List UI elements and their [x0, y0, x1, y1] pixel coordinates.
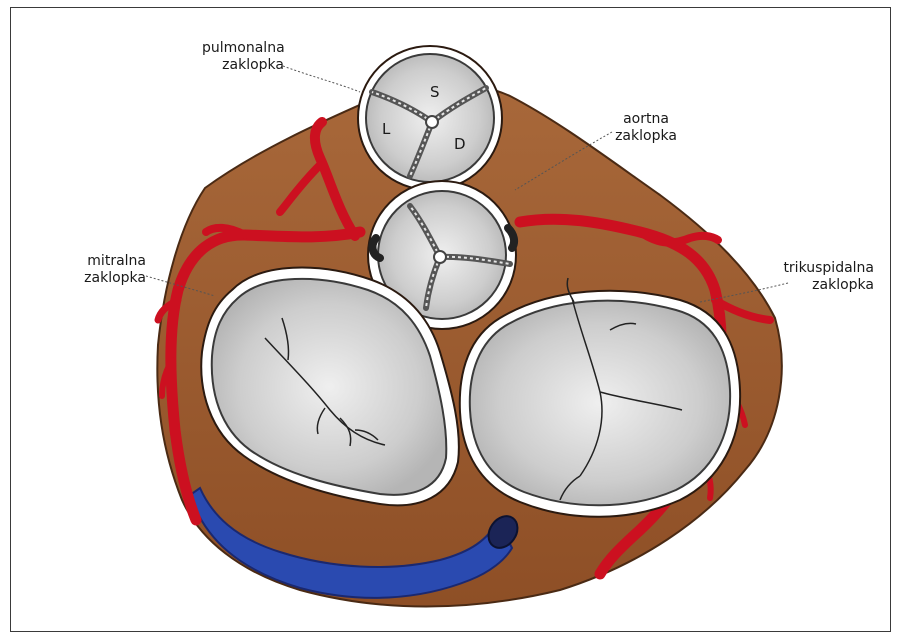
- mitral-valve-label: mitralna zaklopka: [58, 253, 146, 287]
- pulmonary-label-line1: pulmonalna: [202, 40, 284, 57]
- leaflet-label-s: S: [430, 83, 440, 101]
- pulmonary-valve-label: pulmonalna zaklopka: [202, 40, 284, 74]
- mitral-label-line1: mitralna: [58, 253, 146, 270]
- tricuspid-label-line1: trikuspidalna: [770, 260, 874, 277]
- pulmonary-label-line2: zaklopka: [202, 57, 284, 74]
- leaflet-label-l: L: [382, 120, 390, 138]
- leaflet-label-d: D: [454, 135, 466, 153]
- aortic-valve-label: aortna zaklopka: [606, 111, 686, 145]
- aortic-label-line1: aortna: [606, 111, 686, 128]
- tricuspid-label-line2: zaklopka: [770, 277, 874, 294]
- tricuspid-valve-label: trikuspidalna zaklopka: [770, 260, 874, 294]
- mitral-label-line2: zaklopka: [58, 270, 146, 287]
- aortic-label-line2: zaklopka: [606, 128, 686, 145]
- pulmonary-valve: [358, 46, 502, 190]
